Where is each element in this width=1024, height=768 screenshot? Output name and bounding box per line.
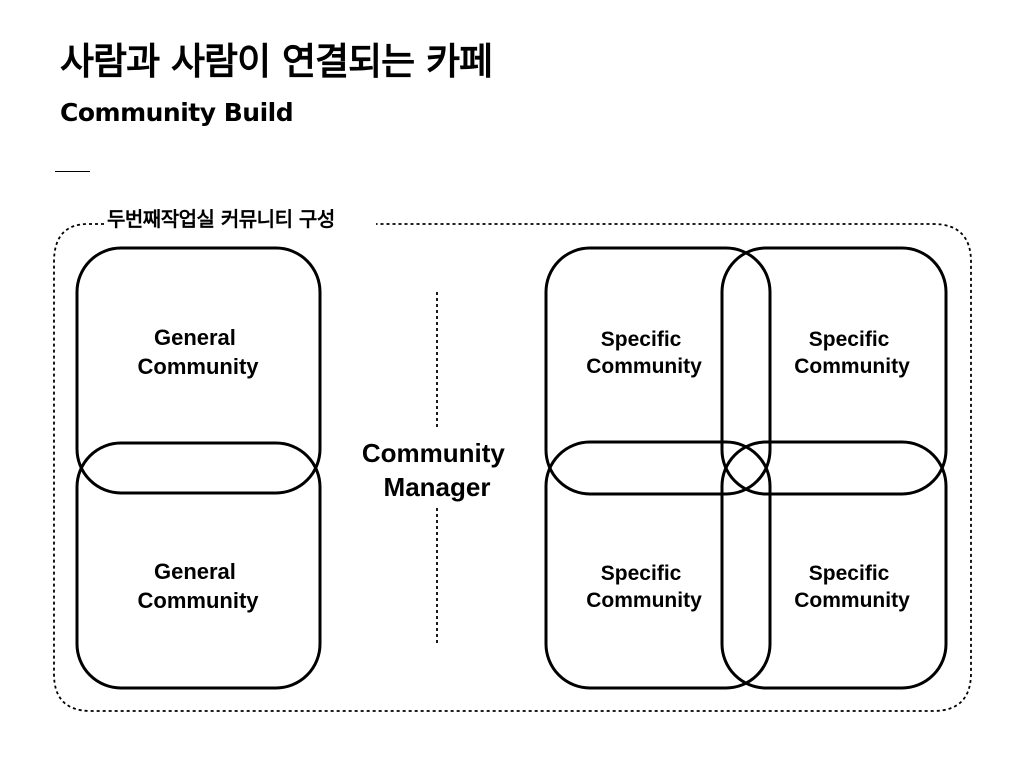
specific-community-group: Specific Community Specific Community Sp…: [544, 246, 948, 690]
specific-community-bottom-left-shape: [544, 440, 772, 690]
general-community-group: General Community General Community: [75, 246, 322, 690]
community-group-label: 두번째작업실 커뮤니티 구성: [107, 207, 335, 231]
specific-community-bottom-left-line2: Community: [586, 589, 702, 612]
specific-community-top-left-line2: Community: [586, 355, 702, 378]
community-manager-label: Community Manager: [362, 438, 512, 502]
specific-community-top-right-label: Specific Community: [794, 328, 910, 378]
specific-community-top-left-shape: [544, 246, 772, 496]
page-title: 사람과 사람이 연결되는 카페: [60, 40, 493, 83]
specific-community-top-right-line1: Specific: [809, 328, 890, 351]
specific-community-bottom-right-line1: Specific: [809, 562, 890, 585]
page-subtitle: Community Build: [60, 98, 294, 127]
specific-community-top-left-line1: Specific: [601, 328, 682, 351]
specific-community-bottom-left-label: Specific Community: [586, 562, 702, 612]
specific-community-bottom-right-label: Specific Community: [794, 562, 910, 612]
specific-community-top-right-line2: Community: [794, 355, 910, 378]
general-community-bottom-shape: [75, 441, 322, 690]
specific-community-top-left-label: Specific Community: [586, 328, 702, 378]
community-manager-line1: Community: [362, 438, 506, 468]
general-community-bottom-line2: Community: [138, 588, 260, 613]
specific-community-top-right-shape: [720, 246, 948, 496]
community-group-boundary: [53, 223, 972, 712]
general-community-bottom-label: General Community: [138, 559, 260, 613]
general-community-bottom-line1: General: [154, 559, 236, 584]
specific-community-bottom-right-line2: Community: [794, 589, 910, 612]
general-community-top-line2: Community: [138, 354, 260, 379]
general-community-top-label: General Community: [138, 325, 260, 379]
general-community-top-line1: General: [154, 325, 236, 350]
community-manager-line2: Manager: [384, 472, 491, 502]
title-divider: [55, 171, 90, 172]
general-community-top-shape: [75, 246, 322, 495]
specific-community-bottom-left-line1: Specific: [601, 562, 682, 585]
specific-community-bottom-right-shape: [720, 440, 948, 690]
